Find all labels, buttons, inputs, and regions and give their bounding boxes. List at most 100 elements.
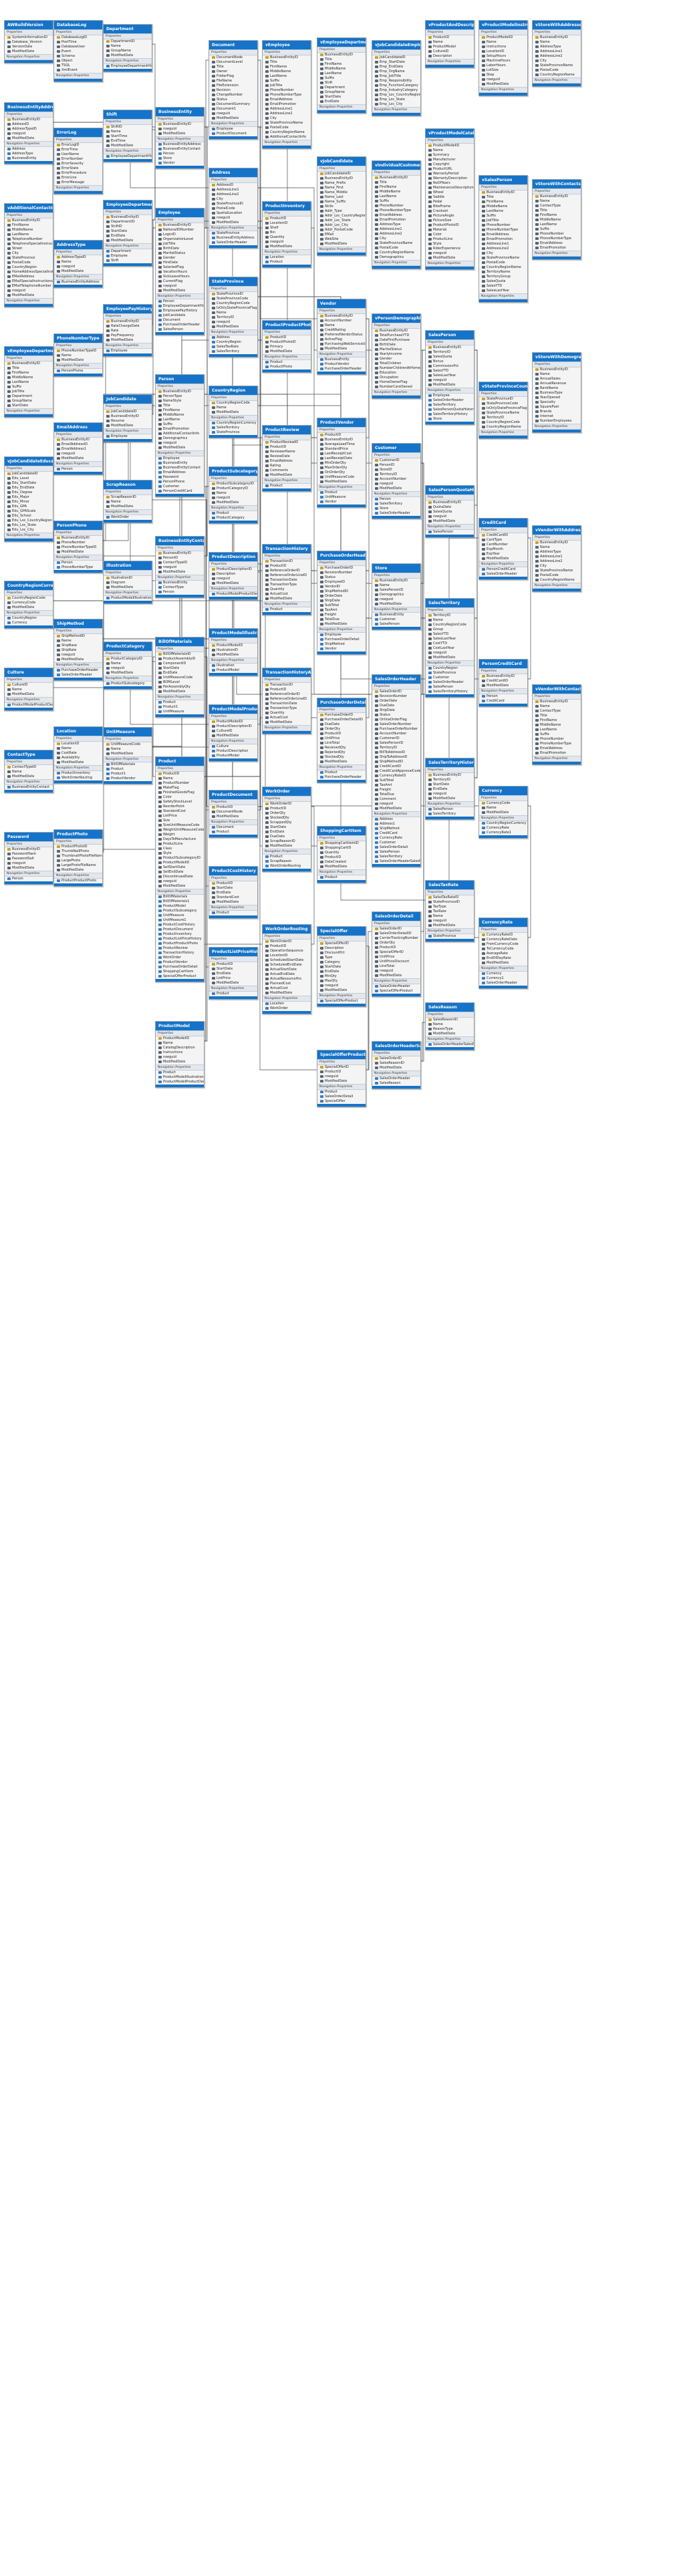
properties-section-header[interactable]: Properties xyxy=(317,1059,366,1065)
properties-section-header[interactable]: Properties xyxy=(426,607,474,613)
entity-title[interactable]: PurchaseOrderDetail xyxy=(317,698,366,707)
entity-title[interactable]: vJobCandidateEducation xyxy=(5,457,53,466)
entity-title[interactable]: SalesTerritory xyxy=(426,599,474,607)
properties-section-header[interactable]: Properties xyxy=(533,694,581,700)
entity-v-job-candidate-education[interactable]: vJobCandidateEducationPropertiesJobCandi… xyxy=(4,456,53,542)
entity-title[interactable]: PersonCreditCard xyxy=(479,660,527,668)
properties-section-header[interactable]: Properties xyxy=(317,707,366,713)
navigation-section-header[interactable]: Navigation Properties xyxy=(533,424,581,430)
navigation-section-header[interactable]: Navigation Properties xyxy=(317,484,366,490)
properties-section-header[interactable]: Properties xyxy=(156,646,204,652)
properties-section-header[interactable]: Properties xyxy=(5,841,53,847)
navigation-section-header[interactable]: Navigation Properties xyxy=(317,1084,366,1090)
navigation-section-header[interactable]: Navigation Properties xyxy=(54,185,102,191)
navigation-section-header[interactable]: Navigation Properties xyxy=(104,58,152,64)
navigation-section-header[interactable]: Navigation Properties xyxy=(54,662,102,668)
navigation-section-header[interactable]: Navigation Properties xyxy=(5,54,53,60)
properties-section-header[interactable]: Properties xyxy=(54,432,102,438)
properties-section-header[interactable]: Properties xyxy=(54,530,102,536)
navigation-section-header[interactable]: Navigation Properties xyxy=(263,601,311,607)
navigation-section-header[interactable]: Navigation Properties xyxy=(209,738,257,744)
entity-title[interactable]: vEmployeeDepartmentHistory xyxy=(317,38,366,47)
properties-section-header[interactable]: Properties xyxy=(5,355,53,362)
entity-title[interactable]: ErrorLog xyxy=(54,128,102,137)
entity-v-employee-department[interactable]: vEmployeeDepartmentPropertiesBusinessEnt… xyxy=(4,346,53,418)
properties-section-header[interactable]: Properties xyxy=(209,177,257,183)
navigation-section-header[interactable]: Navigation Properties xyxy=(317,993,366,999)
relationship-line[interactable] xyxy=(203,486,209,777)
entity-title[interactable]: ShipMethod xyxy=(54,619,102,628)
properties-section-header[interactable]: Properties xyxy=(479,184,527,190)
entity-title[interactable]: Document xyxy=(209,41,257,49)
entity-title[interactable]: Illustration xyxy=(104,561,152,570)
entity-product-model-illustration[interactable]: ProductModelIllustrationPropertiesProduc… xyxy=(209,628,258,676)
navigation-section-header[interactable]: Navigation Properties xyxy=(104,676,152,682)
navigation-section-header[interactable]: Navigation Properties xyxy=(5,298,53,304)
entity-title[interactable]: vAdditionalContactInfo xyxy=(5,204,53,212)
properties-section-header[interactable]: Properties xyxy=(372,452,420,458)
entity-title[interactable]: vProductModelCatalogDescription xyxy=(426,129,474,138)
entity-title[interactable]: vVendorWithContacts xyxy=(533,685,581,694)
navigation-section-header[interactable]: Navigation Properties xyxy=(263,249,311,255)
entity-title[interactable]: WorkOrder xyxy=(263,787,311,796)
properties-section-header[interactable]: Properties xyxy=(104,404,152,410)
properties-section-header[interactable]: Properties xyxy=(533,362,581,368)
properties-section-header[interactable]: Properties xyxy=(209,799,257,805)
navigation-section-header[interactable]: Navigation Properties xyxy=(104,343,152,349)
properties-section-header[interactable]: Properties xyxy=(54,29,102,35)
entity-v-store-with-demographics[interactable]: vStoreWithDemographicsPropertiesBusiness… xyxy=(532,352,581,433)
entity-title[interactable]: AddressType xyxy=(54,241,102,249)
navigation-section-header[interactable]: Navigation Properties xyxy=(426,59,474,65)
properties-section-header[interactable]: Properties xyxy=(209,561,257,567)
properties-section-header[interactable]: Properties xyxy=(372,573,420,579)
entity-title[interactable]: CreditCard xyxy=(479,519,527,527)
properties-section-header[interactable]: Properties xyxy=(104,119,152,125)
entity-title[interactable]: ProductSubcategory xyxy=(209,467,257,476)
properties-section-header[interactable]: Properties xyxy=(263,210,311,217)
entity-v-product-and-description[interactable]: vProductAndDescriptionPropertiesProductI… xyxy=(425,20,474,68)
navigation-section-header[interactable]: Navigation Properties xyxy=(372,811,420,817)
navigation-section-header[interactable]: Navigation Properties xyxy=(426,660,474,666)
entity-title[interactable]: vVendorWithAddresses xyxy=(533,526,581,535)
navigation-section-header[interactable]: Navigation Properties xyxy=(209,586,257,592)
navigation-section-header[interactable]: Navigation Properties xyxy=(317,104,366,110)
properties-section-header[interactable]: Properties xyxy=(263,796,311,802)
entity-title[interactable]: vProductAndDescription xyxy=(426,21,474,29)
navigation-section-header[interactable]: Navigation Properties xyxy=(209,329,257,335)
entity-title[interactable]: PurchaseOrderHeader xyxy=(317,551,366,560)
navigation-section-header[interactable]: Navigation Properties xyxy=(533,251,581,257)
navigation-section-header[interactable]: Navigation Properties xyxy=(479,293,527,299)
navigation-section-header[interactable]: Navigation Properties xyxy=(317,869,366,875)
properties-section-header[interactable]: Properties xyxy=(372,49,420,55)
navigation-section-header[interactable]: Navigation Properties xyxy=(263,478,311,484)
entity-title[interactable]: BusinessEntityAddress xyxy=(5,103,53,112)
entity-title[interactable]: ProductDocument xyxy=(209,791,257,799)
entity-title[interactable]: SalesPerson xyxy=(426,331,474,339)
entity-v-additional-contact-info[interactable]: vAdditionalContactInfoPropertiesBusiness… xyxy=(4,203,53,307)
navigation-section-header[interactable]: Navigation Properties xyxy=(209,121,257,127)
entity-title[interactable]: BusinessEntityContact xyxy=(156,537,204,545)
properties-section-header[interactable]: Properties xyxy=(479,391,527,397)
properties-section-header[interactable]: Properties xyxy=(479,795,527,801)
entity-title[interactable]: PhoneNumberType xyxy=(54,334,102,343)
entity-title[interactable]: Person xyxy=(156,375,204,384)
navigation-section-header[interactable]: Navigation Properties xyxy=(104,148,152,154)
navigation-section-header[interactable]: Navigation Properties xyxy=(5,533,53,539)
properties-section-header[interactable]: Properties xyxy=(156,545,204,551)
